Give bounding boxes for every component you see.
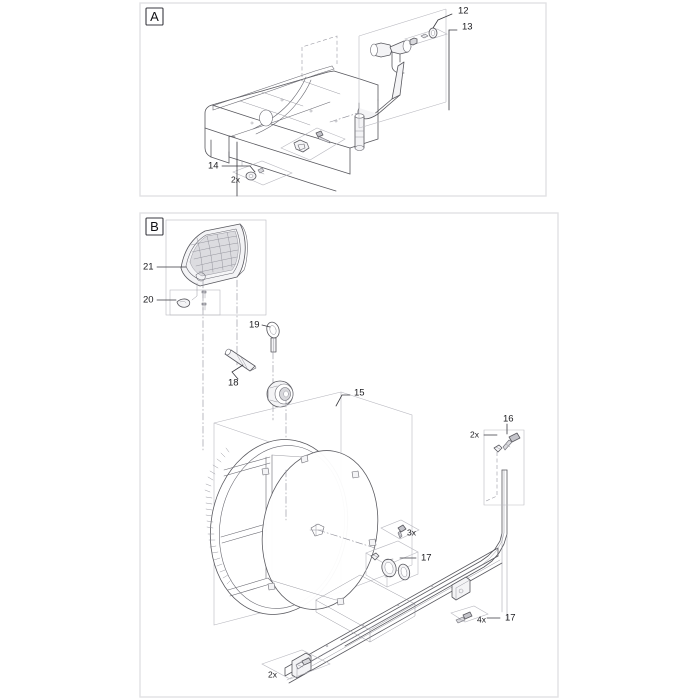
qty-2x-a: 2x: [231, 174, 241, 184]
part-19-ring-pin: [266, 321, 280, 353]
leader-19: [261, 324, 271, 328]
part-18-dowel-pin: [224, 348, 257, 372]
part-20-clip: [176, 298, 191, 308]
panel-a-letter-box: [145, 7, 164, 26]
callout-18: 18: [228, 378, 239, 389]
panel-a-hose-assembly: [354, 39, 412, 151]
callout-19: 19: [249, 320, 260, 331]
leader-12: [432, 13, 453, 29]
screw-group-4x: [450, 605, 489, 624]
callout-13: 13: [462, 22, 473, 33]
panel-b-grille-subassembly: [165, 219, 267, 316]
leader-14: [221, 165, 256, 173]
panel-b-group: 3x 17: [139, 212, 559, 698]
panel-a-clamp-part: [293, 139, 310, 153]
screw-group-2x-bottom: [261, 626, 373, 680]
panel-a-fitting-kit: [404, 27, 448, 46]
qty-2x-b: 2x: [470, 429, 480, 439]
panel-a-screw-part: [315, 130, 331, 144]
leader-15: [335, 394, 351, 407]
panel-b-border: [139, 212, 559, 698]
qty-3x: 3x: [407, 527, 417, 537]
callout-16: 16: [503, 414, 514, 425]
panel-b-letter: B: [150, 219, 159, 234]
bushing-group-17: [365, 540, 419, 588]
panel-a-border: [139, 2, 547, 197]
panel-b-letter-box: [145, 217, 164, 236]
callout-20: 20: [143, 295, 154, 306]
qty-4x: 4x: [477, 614, 487, 624]
fan-hub-pulley: [266, 380, 294, 408]
fan-ring-assembly: [204, 439, 379, 615]
panel-a-machine-body: [204, 65, 379, 192]
panel-b-small-screws: [201, 290, 207, 311]
panel-a-fastener-group-14: [232, 160, 293, 186]
qty-2x-bottom: 2x: [268, 669, 278, 679]
panel-a-letter: A: [150, 9, 159, 24]
callout-17-b: 17: [505, 613, 516, 624]
grille-mesh-lines: [190, 231, 239, 275]
screw-group-16: [483, 429, 525, 506]
leader-18: [231, 364, 244, 380]
callout-21: 21: [143, 262, 154, 273]
part-21-grille: [180, 223, 248, 287]
fan-ring-teeth: [204, 447, 232, 585]
callout-12: 12: [458, 6, 469, 17]
callout-17-a: 17: [421, 553, 432, 564]
callout-14: 14: [208, 161, 219, 172]
fan-disc-hub: [309, 523, 325, 537]
callout-15: 15: [354, 388, 365, 399]
fan-disc-mount-tabs: [261, 454, 377, 606]
screw-group-3x: [380, 519, 420, 540]
panel-a-group: A 12 13 14 2x: [139, 2, 547, 197]
